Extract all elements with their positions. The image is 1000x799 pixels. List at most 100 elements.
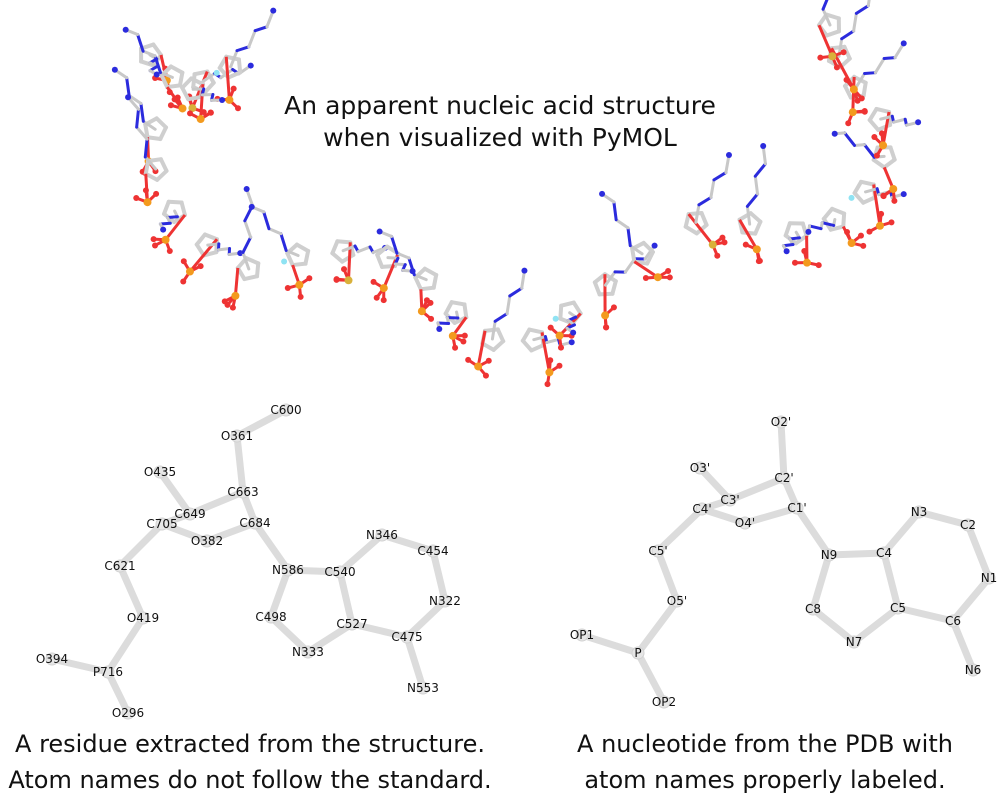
oxygen-atom xyxy=(229,304,236,311)
left-atom-label: C705 xyxy=(146,517,177,531)
right-bond-N3-C2 xyxy=(915,508,972,529)
base-bond xyxy=(508,286,524,298)
sugar-bond xyxy=(186,94,203,102)
sugar-bond xyxy=(830,206,847,216)
right-bond-P-OP2 xyxy=(634,649,668,706)
right-caption-line-2: atom names properly labeled. xyxy=(584,766,946,794)
left-atom-node xyxy=(264,610,278,624)
sugar-bond xyxy=(330,251,345,264)
oxygen-atom xyxy=(150,236,157,243)
right-atom-label: O2' xyxy=(771,415,791,429)
fluorine-atom xyxy=(848,194,855,201)
base-bond xyxy=(545,337,561,344)
sugar-bond xyxy=(159,73,170,90)
sugar-bond xyxy=(520,327,532,343)
right-atom-node xyxy=(891,601,905,615)
sugar-bond xyxy=(168,64,185,75)
oxygen-atom xyxy=(866,228,873,235)
phosphodiester-bond xyxy=(540,332,551,373)
nitrogen-atom xyxy=(376,228,383,235)
base-bond xyxy=(709,178,716,199)
base-bond xyxy=(493,312,509,323)
right-bond-O5p-P xyxy=(634,597,681,657)
fluorine-atom xyxy=(552,315,559,322)
sugar-bond xyxy=(559,300,576,308)
left-caption: A residue extracted from the structure. … xyxy=(0,726,500,798)
right-atom-label: C5 xyxy=(890,601,906,615)
base-bond xyxy=(216,246,232,252)
left-atom-node xyxy=(345,617,359,631)
phosphorus-atom xyxy=(752,245,761,254)
nitrogen-atom xyxy=(248,203,255,210)
right-atom-node xyxy=(982,571,996,585)
right-atom-label: O3' xyxy=(690,461,710,475)
base-bond xyxy=(241,235,253,254)
sugar-bond xyxy=(158,125,169,142)
sugar-bond xyxy=(244,256,261,266)
right-atom-node xyxy=(670,594,684,608)
sugar-bond xyxy=(874,106,892,114)
base-bond xyxy=(612,200,618,222)
left-atom-label: C621 xyxy=(104,559,135,573)
nitrogen-atom xyxy=(760,143,767,150)
left-bond-O382-C705 xyxy=(158,520,211,545)
right-atom-node xyxy=(847,635,861,649)
left-atom-label: C649 xyxy=(174,507,205,521)
right-bond-O4p-C1p xyxy=(741,504,801,527)
oxygen-atom xyxy=(878,210,885,217)
right-atom-node xyxy=(631,646,645,660)
sugar-bond xyxy=(375,244,390,257)
left-atom-label: N346 xyxy=(366,528,398,542)
left-caption-line-2: Atom names do not follow the standard. xyxy=(8,766,492,794)
base-bond xyxy=(490,319,497,341)
phosphorus-atom xyxy=(875,221,884,230)
base-bond xyxy=(604,270,617,287)
oxygen-atom xyxy=(373,294,380,301)
right-atom-label: C6 xyxy=(945,614,961,628)
left-atom-label: C600 xyxy=(270,403,301,417)
right-atom-node xyxy=(877,546,891,560)
nitrogen-atom xyxy=(270,7,277,14)
left-atom-node xyxy=(101,665,115,679)
phosphodiester-bond xyxy=(687,213,714,246)
oxygen-atom xyxy=(544,381,551,388)
base-bond xyxy=(862,143,876,159)
base-bond xyxy=(628,244,644,256)
sugar-bond xyxy=(483,327,500,333)
oxygen-atom xyxy=(858,95,865,102)
base-bond xyxy=(505,294,512,316)
nitrogen-atom xyxy=(599,190,606,197)
left-atom-node xyxy=(236,485,250,499)
nitrogen-atom xyxy=(153,71,160,78)
sugar-bond xyxy=(151,42,163,58)
sugar-bond xyxy=(495,327,506,344)
phosphorus-atom xyxy=(474,362,483,371)
sugar-bond xyxy=(645,250,655,266)
base-bond xyxy=(892,117,907,124)
left-atom-label: C527 xyxy=(336,617,367,631)
base-bond xyxy=(852,11,858,33)
right-bond-C1p-N9 xyxy=(793,504,833,559)
sugar-bond xyxy=(558,303,564,321)
right-bond-P-OP1 xyxy=(578,631,642,657)
sugar-bond xyxy=(242,274,260,282)
sugar-bond xyxy=(852,179,864,196)
sugar-bond xyxy=(824,12,841,21)
sugar-bond xyxy=(226,70,243,80)
base-bond xyxy=(879,114,894,121)
left-atom-node xyxy=(400,630,414,644)
base-bond xyxy=(125,76,131,98)
right-atom-node xyxy=(723,493,737,507)
left-atom-label: P716 xyxy=(93,665,123,679)
base-bond xyxy=(356,245,372,254)
oxygen-atom xyxy=(556,362,563,369)
sugar-bond xyxy=(686,211,704,217)
right-atom-node xyxy=(961,518,975,532)
base-bond xyxy=(166,215,179,220)
left-atom-label: C498 xyxy=(255,610,286,624)
sugar-bond xyxy=(449,300,467,307)
sugar-bond xyxy=(876,122,893,132)
left-bond-C684-N586 xyxy=(251,519,292,574)
base-bond xyxy=(279,232,288,252)
